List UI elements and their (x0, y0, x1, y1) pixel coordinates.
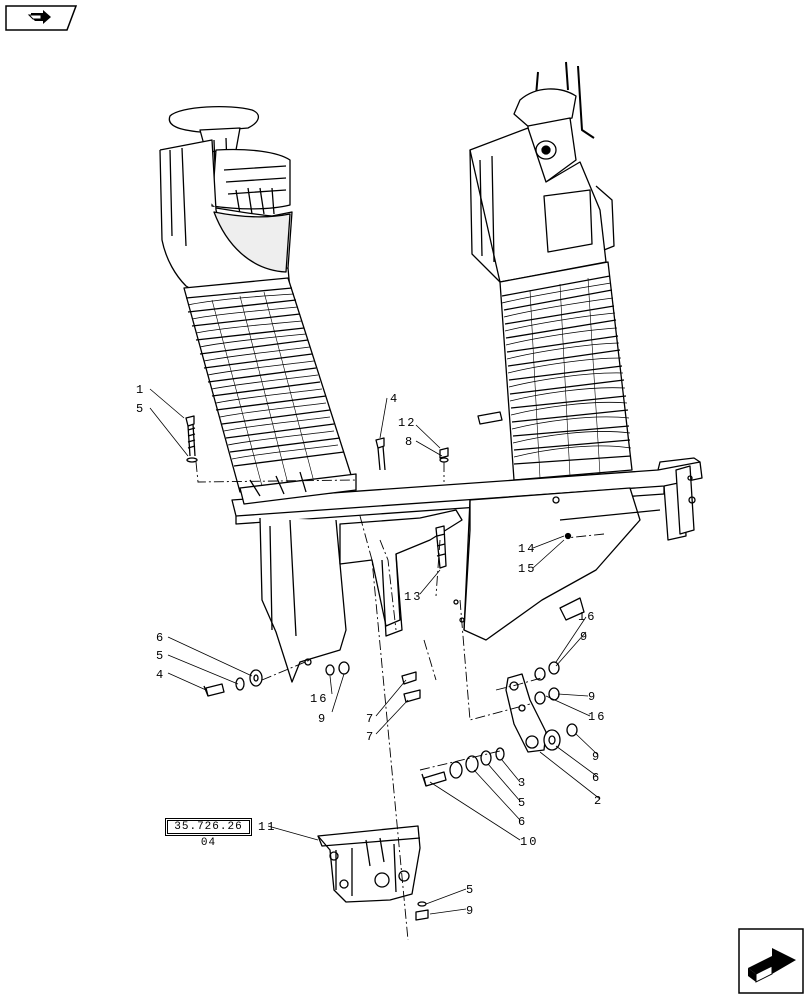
reference-link[interactable]: 35.726.26 04 (165, 818, 252, 849)
callout-9: 9 (592, 750, 599, 764)
callout-7: 7 (366, 730, 373, 744)
assembly-lines (195, 461, 605, 941)
callout-10: 10 (520, 835, 538, 849)
back-arrow-icon-graphic (5, 5, 77, 31)
leader-lines (149, 388, 601, 915)
callout-9: 9 (580, 630, 587, 644)
callout-1: 1 (136, 383, 143, 397)
callout-6: 6 (156, 631, 163, 645)
callout-9: 9 (318, 712, 325, 726)
callout-16: 16 (578, 610, 596, 624)
callout-7: 7 (366, 712, 373, 726)
left-joystick-handle (159, 105, 293, 301)
callout-14: 14 (518, 542, 536, 556)
callout-8: 8 (405, 435, 412, 449)
callout-11: 11 (258, 820, 276, 834)
left-bellows-boot (183, 277, 353, 493)
callout-13: 13 (404, 590, 422, 604)
fasteners (185, 415, 578, 921)
callout-16: 16 (588, 710, 606, 724)
callout-6: 6 (592, 771, 599, 785)
callout-6: 6 (518, 815, 525, 829)
lower-bracket-part-11 (317, 825, 421, 903)
callout-3: 3 (518, 776, 525, 790)
callout-4: 4 (390, 392, 397, 406)
right-bellows-boot (477, 261, 633, 481)
callout-4: 4 (156, 668, 163, 682)
callout-5: 5 (518, 796, 525, 810)
callout-5: 5 (136, 402, 143, 416)
callout-12: 12 (398, 416, 416, 430)
callout-2: 2 (594, 794, 601, 808)
callout-16: 16 (310, 692, 328, 706)
callout-15: 15 (518, 562, 536, 576)
back-arrow-icon[interactable] (5, 5, 77, 31)
callout-9: 9 (588, 690, 595, 704)
callout-5: 5 (466, 883, 473, 897)
next-page-icon[interactable] (738, 928, 804, 994)
right-joystick-handle (469, 61, 615, 283)
side-plate-part-2 (505, 673, 547, 753)
next-page-icon-graphic (738, 928, 804, 994)
callout-9: 9 (466, 904, 473, 918)
callout-5: 5 (156, 649, 163, 663)
mounting-frame (231, 457, 703, 683)
